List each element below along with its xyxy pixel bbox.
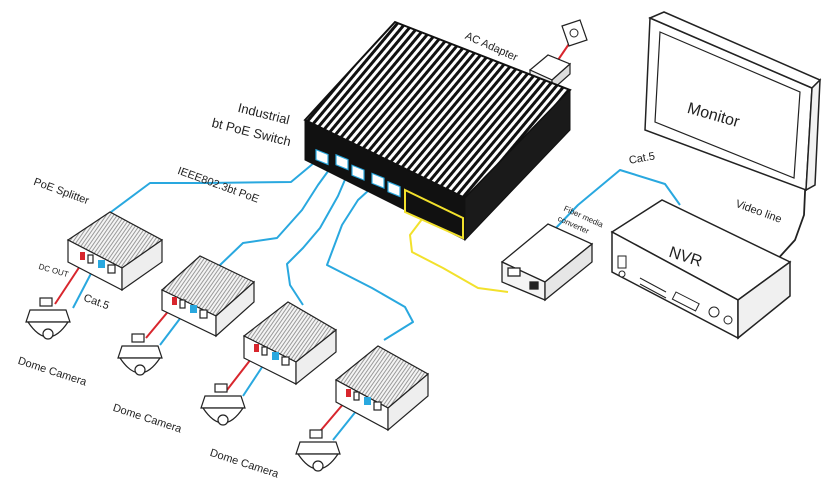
poe-port-1 [315,148,329,166]
camera-lens-icon [312,460,324,472]
industrial-poe-switch [303,20,572,242]
dome-camera-2 [117,333,163,376]
poe-port-4 [371,172,385,189]
monitor [644,11,822,192]
poe-splitter-1 [66,211,164,292]
poe-splitter-4 [334,345,430,432]
dome-camera-1 [25,297,71,340]
fiber-cable [409,205,509,293]
nvr [610,199,792,340]
cat5-cable-switch-splitter-4 [326,179,414,341]
cat5-cable-switch-splitter-2 [218,162,335,267]
cat5-cable-switch-splitter-3 [286,167,351,306]
camera-lens-icon [134,364,146,376]
outlet-socket-icon [569,28,579,38]
wall-outlet [561,19,588,47]
switch-poe-ports [315,148,401,198]
poe-splitter-3 [242,301,338,386]
nvr-front-panel [617,255,733,325]
poe-port-3 [351,164,365,181]
cat5-cable-converter-nvr [553,169,681,231]
camera-lens-icon [42,328,54,340]
cat5-cable-switch-splitter-1 [106,156,322,216]
dome-camera-4 [295,429,341,472]
camera-lens-icon [217,414,229,426]
dome-camera-3 [200,383,246,426]
poe-port-5 [387,180,401,198]
poe-port-2 [335,153,349,171]
fiber-media-converter [500,223,594,302]
poe-splitter-2 [160,255,256,338]
switch-sfp-ports [404,188,464,240]
